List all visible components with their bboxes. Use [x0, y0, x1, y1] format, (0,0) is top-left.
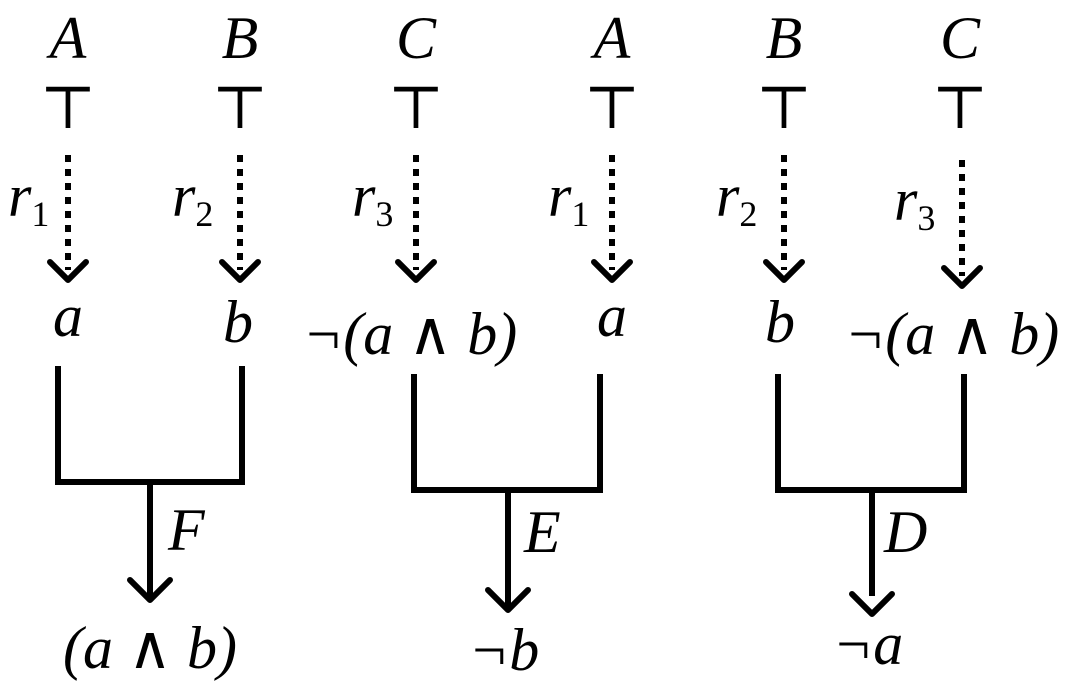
rule-label: r2: [172, 163, 213, 234]
combiner-bracket: [55, 366, 245, 485]
source-label: C: [940, 5, 981, 71]
result-label: ¬a: [833, 611, 904, 677]
combiner-label: E: [523, 499, 561, 565]
argument-group-f: A ⊤ r1 a B ⊤ r2 b F (a ∧ b): [8, 5, 268, 681]
defeasible-arrowhead: [395, 259, 437, 283]
rule-label: r1: [8, 163, 49, 234]
defeasible-arrowhead: [941, 265, 983, 289]
combiner-label: F: [167, 497, 206, 563]
top-symbol: ⊤: [756, 75, 812, 141]
top-symbol: ⊤: [584, 75, 640, 141]
strict-arrowhead: [127, 577, 173, 603]
defeasible-arrowhead: [763, 259, 805, 283]
source-label: C: [396, 5, 437, 71]
combiner-label: D: [883, 499, 927, 565]
defeasible-arrowhead: [591, 259, 633, 283]
source-label: A: [590, 5, 631, 71]
combiner-bracket: [775, 374, 967, 493]
result-label: ¬b: [469, 617, 540, 683]
argument-group-d: B ⊤ r2 b C ⊤ r3 ¬(a ∧ b) D ¬a: [716, 5, 1059, 677]
top-symbol: ⊤: [40, 75, 96, 141]
rule-label: r3: [894, 167, 935, 238]
top-symbol: ⊤: [212, 75, 268, 141]
conclusion-label: b: [765, 289, 795, 355]
strict-arrowhead: [485, 587, 531, 613]
argument-group-e: C ⊤ r3 ¬(a ∧ b) A ⊤ r1 a E ¬b: [303, 5, 640, 683]
conclusion-label: ¬(a ∧ b): [845, 301, 1059, 367]
combiner-bracket: [411, 374, 603, 493]
conclusion-label: ¬(a ∧ b): [303, 301, 517, 367]
defeasible-arrowhead: [219, 259, 261, 283]
conclusion-label: a: [597, 283, 627, 349]
strict-arrowhead: [849, 591, 895, 617]
defeasible-arrowhead: [47, 259, 89, 283]
source-label: B: [222, 5, 259, 71]
source-label: A: [46, 5, 87, 71]
rule-label: r2: [716, 163, 757, 234]
conclusion-label: a: [53, 283, 83, 349]
top-symbol: ⊤: [932, 75, 988, 141]
top-symbol: ⊤: [388, 75, 444, 141]
conclusion-label: b: [223, 289, 253, 355]
source-label: B: [766, 5, 803, 71]
rule-label: r1: [548, 163, 589, 234]
rule-label: r3: [352, 163, 393, 234]
result-label: (a ∧ b): [63, 615, 237, 681]
